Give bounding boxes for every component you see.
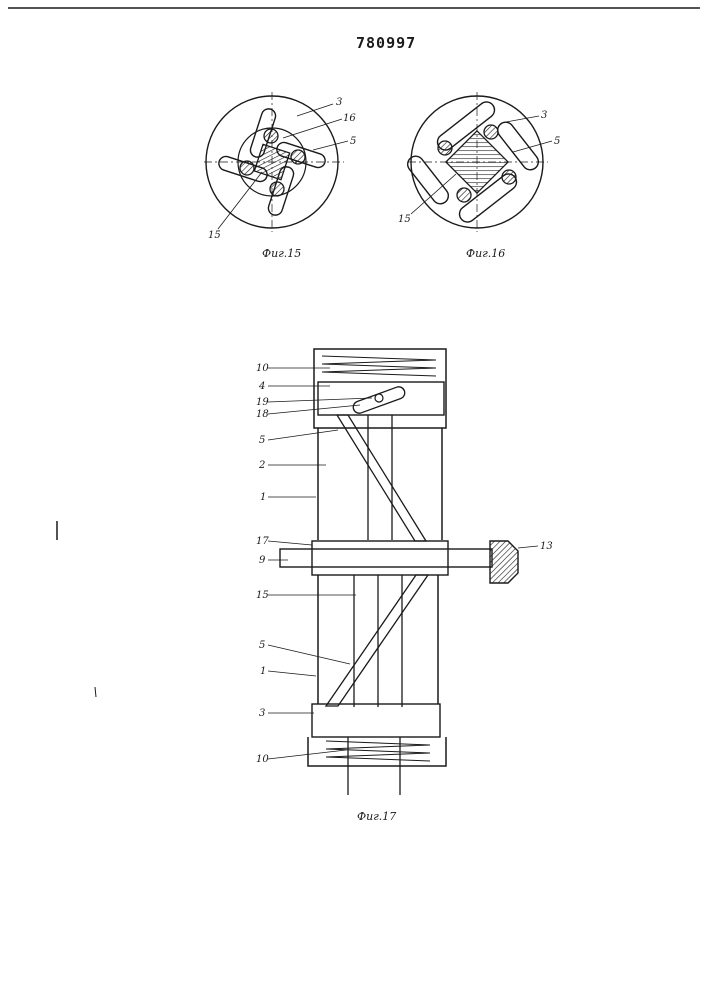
fig15-label-5: 5 — [350, 136, 356, 147]
fig17-label-17: 17 — [256, 536, 269, 547]
fig16-rod — [502, 170, 516, 184]
fig16-rod — [438, 141, 452, 155]
fig16-label-3: 3 — [541, 110, 547, 121]
fig17-label-13: 13 — [540, 541, 553, 552]
fig15-rod — [291, 150, 305, 164]
fig17-pin — [375, 394, 383, 402]
fig16-rod — [457, 188, 471, 202]
patent-number: 780997 — [356, 34, 416, 52]
fig17-label-1-bottom: 1 — [260, 666, 266, 677]
figure-17: 10 4 19 18 5 2 1 17 9 13 15 5 1 3 10 Фиг… — [256, 349, 553, 823]
fig15-leader-3 — [297, 104, 333, 116]
fig17-oval-slot — [352, 385, 407, 415]
fig17-label-10-bottom: 10 — [256, 754, 269, 765]
fig17-leader-13 — [518, 546, 538, 548]
fig17-lower-plate — [312, 704, 440, 737]
fig16-caption: Фиг.16 — [466, 247, 505, 260]
fig17-upper-plate — [318, 382, 444, 415]
fig17-label-4: 4 — [258, 381, 265, 392]
fig17-knob — [490, 541, 518, 583]
fig17-label-5-bottom: 5 — [259, 640, 265, 651]
fig17-caption: Фиг.17 — [357, 810, 396, 823]
fig16-leader-3 — [506, 116, 539, 122]
scan-mark — [95, 687, 96, 697]
fig17-spring-top — [322, 356, 436, 376]
figure-16: 3 5 15 Фиг.16 — [398, 92, 560, 260]
fig17-label-3: 3 — [259, 708, 265, 719]
fig17-label-18: 18 — [256, 409, 269, 420]
fig17-label-15: 15 — [256, 590, 269, 601]
fig17-spring-bottom — [326, 741, 430, 761]
fig15-label-15: 15 — [208, 230, 221, 241]
fig17-label-5-top: 5 — [259, 435, 265, 446]
fig17-leader-17 — [268, 541, 312, 545]
fig17-label-2: 2 — [258, 460, 265, 471]
fig15-leader-16 — [283, 119, 342, 138]
fig15-rod — [270, 182, 284, 196]
fig16-leader-5 — [513, 141, 552, 152]
fig17-leader-1-bottom — [268, 671, 316, 676]
fig17-top-cap — [314, 349, 446, 428]
fig17-collar — [312, 541, 448, 575]
fig15-rod — [240, 161, 254, 175]
fig15-rod — [264, 129, 278, 143]
fig17-leader-5-top — [268, 430, 338, 440]
fig17-label-9: 9 — [259, 555, 266, 566]
fig15-label-3: 3 — [336, 97, 342, 108]
figure-15: 3 16 5 15 Фиг.15 — [204, 92, 356, 260]
fig15-square-bar — [254, 144, 289, 179]
fig16-label-5: 5 — [554, 136, 560, 147]
fig15-label-16: 16 — [343, 113, 356, 124]
fig16-square-bar — [446, 131, 508, 193]
fig15-leader-5 — [313, 141, 348, 150]
fig15-caption: Фиг.15 — [262, 247, 301, 260]
fig16-label-15: 15 — [398, 214, 411, 225]
fig17-oblique-rod-upper — [337, 415, 426, 541]
fig17-leader-5-bottom — [268, 645, 350, 664]
fig17-label-1-top: 1 — [260, 492, 266, 503]
fig16-rod — [484, 125, 498, 139]
fig17-label-19: 19 — [256, 397, 269, 408]
fig17-label-10-top: 10 — [256, 363, 269, 374]
